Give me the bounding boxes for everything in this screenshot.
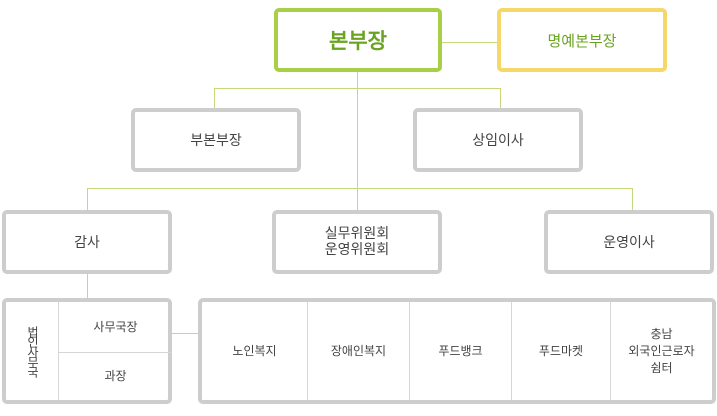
committees-label: 실무위원회 운영위원회 (324, 226, 390, 258)
program-disability-welfare: 장애인복지 (308, 302, 409, 400)
manager-label: 과장 (104, 369, 127, 383)
program-elderly-welfare-label: 노인복지 (232, 343, 277, 358)
program-migrant-worker-shelter-label: 충남 외국인근로자 쉼터 (628, 326, 695, 375)
director-label: 본부장 (329, 29, 387, 53)
standing-director-box: 상임이사 (413, 108, 583, 172)
program-divider-2 (409, 302, 410, 400)
secretary-general-label: 사무국장 (93, 319, 138, 334)
office-row-secretary-general: 사무국장 (59, 302, 172, 352)
operation-director-box: 운영이사 (544, 210, 714, 274)
office-row-manager: 과장 (59, 353, 172, 400)
connector-top-honorary (440, 42, 500, 43)
corporate-office-box: 법인사무국 사무국장 과장 (2, 298, 172, 404)
vice-director-label: 부본부장 (190, 133, 242, 149)
director-box: 본부장 (274, 8, 442, 72)
program-disability-welfare-label: 장애인복지 (330, 343, 387, 358)
honorary-director-label: 명예본부장 (547, 31, 617, 50)
committees-box: 실무위원회 운영위원회 (272, 210, 442, 274)
standing-director-label: 상임이사 (472, 133, 524, 149)
program-food-market-label: 푸드마켓 (538, 343, 584, 358)
programs-box: 노인복지 장애인복지 푸드뱅크 푸드마켓 충남 외국인근로자 쉼터 (198, 298, 716, 404)
connector-main-vertical (357, 70, 358, 212)
program-divider-3 (511, 302, 512, 400)
program-elderly-welfare: 노인복지 (202, 302, 307, 400)
program-divider-4 (610, 302, 611, 400)
vice-director-box: 부본부장 (131, 108, 301, 172)
honorary-director-box: 명예본부장 (497, 8, 667, 72)
connector-vice-drop (214, 88, 215, 110)
program-migrant-worker-shelter: 충남 외국인근로자 쉼터 (611, 302, 712, 400)
program-food-market: 푸드마켓 (512, 302, 610, 400)
corporate-office-label-cell: 법인사무국 (6, 302, 58, 400)
operation-director-label: 운영이사 (603, 235, 655, 251)
office-divider-horizontal (59, 352, 172, 353)
office-divider-vertical (58, 302, 59, 400)
connector-level3-horizontal (87, 188, 633, 189)
corporate-office-label: 법인사무국 (25, 326, 40, 376)
connector-office-programs (171, 333, 201, 334)
connector-operation-drop (632, 188, 633, 212)
connector-standing-drop (500, 88, 501, 110)
connector-auditor-office (87, 272, 88, 300)
program-food-bank: 푸드뱅크 (410, 302, 511, 400)
connector-level2-horizontal (214, 88, 501, 89)
auditor-label: 감사 (74, 235, 100, 251)
auditor-box: 감사 (2, 210, 172, 274)
program-divider-1 (307, 302, 308, 400)
program-food-bank-label: 푸드뱅크 (438, 343, 483, 358)
connector-auditor-drop (87, 188, 88, 212)
